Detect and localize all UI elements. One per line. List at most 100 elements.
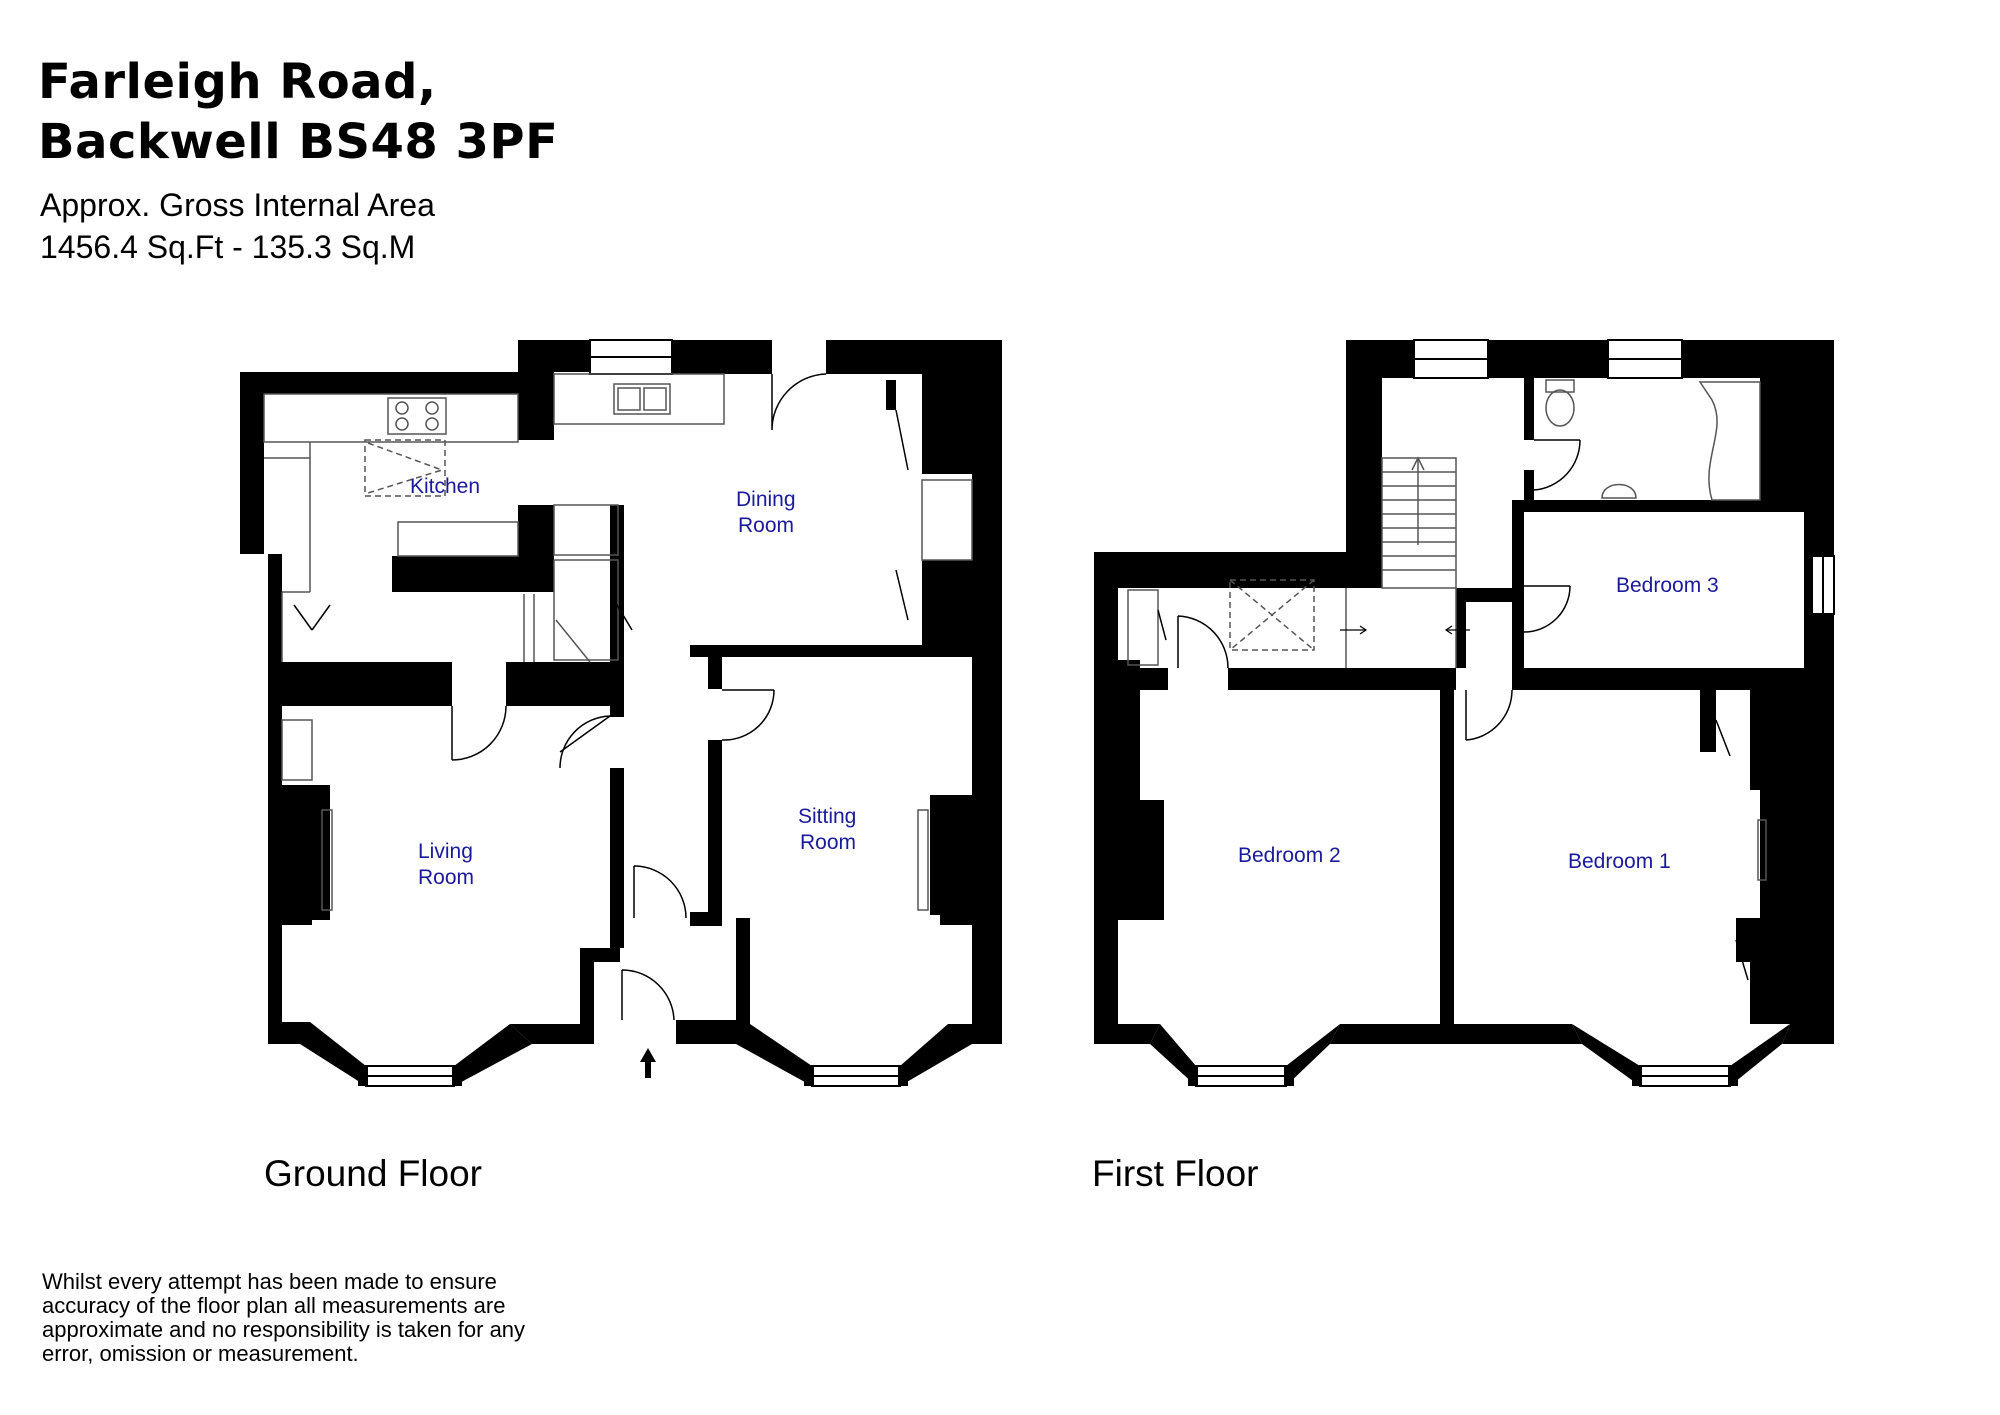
door-cupboard <box>293 604 331 631</box>
gf-wall <box>886 380 896 410</box>
door-sitting <box>721 689 775 741</box>
disclaimer: Whilst every attempt has been made to en… <box>42 1269 526 1366</box>
area-value: 1456.4 Sq.Ft - 135.3 Sq.M <box>40 229 416 265</box>
gf-porch-wall <box>580 948 620 962</box>
ff-wall <box>1228 668 1456 690</box>
first-floor-windows <box>1195 339 1835 1087</box>
ff-wall <box>1772 378 1804 503</box>
door-front <box>621 969 675 1021</box>
door-living-hall <box>559 715 611 769</box>
gf-wall <box>282 662 452 706</box>
gf-wall <box>826 340 1002 374</box>
gf-wall <box>610 505 624 717</box>
gf-wall <box>708 657 722 689</box>
gross-internal-area: Approx. Gross Internal Area 1456.4 Sq.Ft… <box>40 184 435 268</box>
ff-chimney-breast <box>1118 800 1164 920</box>
door-cellar <box>613 599 633 631</box>
gf-wall <box>922 374 972 474</box>
ff-wall <box>1524 470 1534 500</box>
ff-wall <box>1094 552 1382 588</box>
gf-wall <box>708 740 722 915</box>
ff-wall <box>1118 660 1140 800</box>
door-wardrobe-b1 <box>1715 719 1749 981</box>
title-line-town: Backwell BS48 3PF <box>38 114 559 170</box>
toilet-icon <box>1545 389 1575 427</box>
room-label-bedroom1: Bedroom 1 <box>1568 850 1671 873</box>
ff-wall <box>1760 378 1774 500</box>
property-title: Farleigh Road, Backwell BS48 3PF <box>38 52 558 172</box>
kitchen-cupboard <box>553 504 619 556</box>
ff-wall <box>1456 588 1466 668</box>
gf-wall <box>240 372 264 554</box>
kitchen-worktop <box>263 393 519 443</box>
room-label-living: Living <box>418 840 473 863</box>
kitchen-unit <box>397 521 519 557</box>
room-label-bedroom2: Bedroom 2 <box>1238 844 1341 867</box>
ground-floor-label: Ground Floor <box>264 1153 482 1194</box>
gf-wall <box>690 912 722 926</box>
door-dining-cupboard <box>895 409 909 621</box>
gf-porch-wall <box>676 1020 750 1044</box>
room-label-dining: Dining <box>736 488 796 511</box>
ff-chimney-breast <box>1760 790 1804 918</box>
gf-wall <box>672 340 772 374</box>
entrance-arrow-icon <box>640 1048 656 1078</box>
ff-wall <box>1488 340 1608 378</box>
ff-wall <box>1804 340 1834 1044</box>
ground-floor-plan <box>240 340 1002 1044</box>
gf-porch-wall <box>580 948 594 1044</box>
ff-wall <box>1346 340 1382 552</box>
gf-wall <box>690 645 990 657</box>
door-dining-external <box>771 373 827 431</box>
door-bathroom <box>1533 439 1581 491</box>
ground-floor-windows <box>365 339 901 1087</box>
door-living <box>451 705 507 761</box>
area-caption: Approx. Gross Internal Area <box>40 187 435 223</box>
ff-wall <box>1140 668 1168 690</box>
door-inner-porch <box>633 865 687 919</box>
door-bedroom3 <box>1523 585 1571 633</box>
gf-wall <box>506 662 616 706</box>
loft-hatch <box>1229 579 1315 651</box>
first-floor-label: First Floor <box>1092 1153 1259 1194</box>
gf-porch-wall <box>736 918 750 1044</box>
kitchen-sink <box>613 383 671 415</box>
first-floor-doors <box>1157 439 1749 981</box>
gf-wall <box>240 372 518 394</box>
kitchen-hob <box>387 397 447 435</box>
room-label-dining: Room <box>738 514 794 537</box>
ground-floor-doors <box>293 373 909 1021</box>
door-bedroom1 <box>1465 689 1513 741</box>
ff-wall <box>1512 500 1524 668</box>
ff-wall <box>1512 668 1804 690</box>
ff-wall <box>1440 690 1454 1024</box>
gf-wall <box>268 554 282 662</box>
ff-wall <box>1094 552 1118 1044</box>
room-label-living: Room <box>418 866 474 889</box>
first-floor-fixtures <box>1127 379 1767 881</box>
basin-icon <box>1601 483 1637 499</box>
gf-wall <box>972 374 1002 1044</box>
stairs <box>1381 457 1457 589</box>
room-label-sitting: Room <box>800 831 856 854</box>
ff-wall <box>1524 378 1534 440</box>
door-cupboard-ff <box>1157 609 1167 641</box>
door-bedroom2 <box>1177 615 1229 669</box>
gf-wall <box>518 505 554 592</box>
gf-chimney-breast <box>930 795 972 915</box>
gf-living-bay-wall <box>510 1024 590 1044</box>
title-line-street: Farleigh Road, <box>38 54 437 110</box>
ground-floor-fixtures <box>263 373 973 911</box>
gf-wall <box>518 340 554 440</box>
gf-wall <box>610 768 624 948</box>
gf-wall <box>268 692 282 1044</box>
kitchen-extractor <box>364 439 446 497</box>
landing-arrows <box>1340 625 1470 635</box>
room-label-sitting: Sitting <box>798 805 856 828</box>
ground-floor-bay-sides <box>300 1022 972 1086</box>
room-label-bedroom3: Bedroom 3 <box>1616 574 1719 597</box>
first-floor-bay-sides <box>1150 1024 1790 1086</box>
gf-wall <box>922 560 972 645</box>
gf-chimney-breast <box>282 785 330 920</box>
